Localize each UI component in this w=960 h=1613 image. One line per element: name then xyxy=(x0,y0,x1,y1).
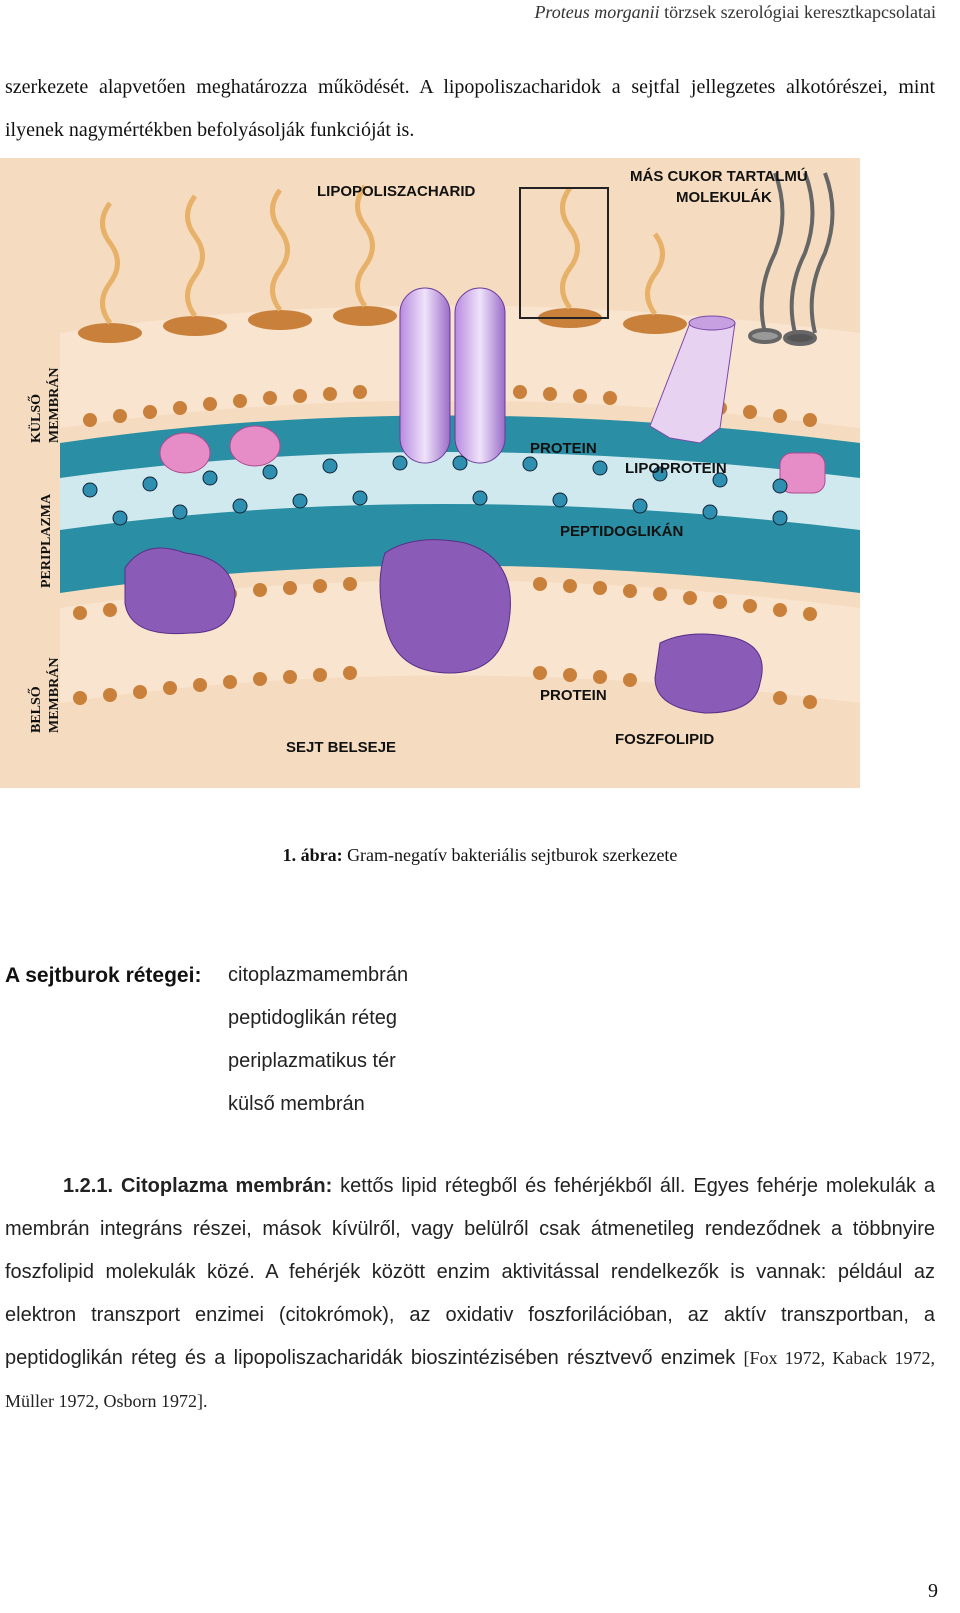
section-body: kettős lipid rétegből és fehérjékből áll… xyxy=(5,1175,935,1369)
layers-heading: A sejtburok rétegei: xyxy=(5,964,202,987)
pink-lipoproteins xyxy=(159,425,826,494)
sugar-molecules xyxy=(748,172,835,346)
lps-chains xyxy=(100,184,665,325)
porin-protein xyxy=(399,287,506,464)
header-italic: Proteus morganii xyxy=(534,2,660,22)
section-title: Citoplazma membrán: xyxy=(120,1175,333,1197)
label-belso-2: MEMBRÁN xyxy=(45,658,62,733)
figure-caption: 1. ábra: Gram-negatív bakteriális sejtbu… xyxy=(0,845,960,866)
label-peptidoglikan: PEPTIDOGLIKÁN xyxy=(560,523,683,540)
caption-label: 1. ábra: xyxy=(282,845,343,865)
layers-list: citoplazmamembrán peptidoglikán réteg pe… xyxy=(228,964,408,1136)
label-kulso-2: MEMBRÁN xyxy=(45,368,62,443)
label-foszfolipid: FOSZFOLIPID xyxy=(615,731,714,748)
label-lipoprotein: LIPOPROTEIN xyxy=(625,460,727,477)
layer-item: periplazmatikus tér xyxy=(228,1050,396,1072)
peptidoglycan-beads xyxy=(82,455,788,526)
label-lipopoliszacharid: LIPOPOLISZACHARID xyxy=(317,183,476,200)
intro-paragraph: szerkezete alapvetően meghatározza működ… xyxy=(5,76,935,141)
lps-highlight-box xyxy=(519,187,609,319)
section-paragraph: 1.2.1. Citoplazma membrán: kettős lipid … xyxy=(5,1165,935,1423)
label-protein-bottom: PROTEIN xyxy=(540,687,607,704)
membrane-proteins xyxy=(124,539,763,714)
header-rest: törzsek szerológiai keresztkapcsolatai xyxy=(659,2,936,22)
cell-envelope-diagram: LIPOPOLISZACHARID MÁS CUKOR TARTALMÚ MOL… xyxy=(0,158,860,788)
section-number: 1.2.1. xyxy=(63,1175,114,1197)
label-mas-cukor-1: MÁS CUKOR TARTALMÚ xyxy=(630,167,808,185)
layer-item: peptidoglikán réteg xyxy=(228,1007,398,1029)
section-references: [Fox 1972, Kaback 1972, Müller 1972, Osb… xyxy=(5,1348,935,1411)
label-belso-1: BELSŐ xyxy=(27,686,44,733)
caption-text: Gram-negatív bakteriális sejtburok szerk… xyxy=(342,845,678,865)
running-header: Proteus morganii törzsek szerológiai ker… xyxy=(534,2,936,23)
layer-item: külső membrán xyxy=(228,1093,365,1115)
cell-envelope-figure: LIPOPOLISZACHARID MÁS CUKOR TARTALMÚ MOL… xyxy=(0,158,860,788)
label-mas-cukor-2: MOLEKULÁK xyxy=(676,189,772,206)
label-kulso-1: KÜLSŐ xyxy=(27,394,44,443)
inner-membrane-heads xyxy=(73,577,817,709)
label-sejt-belseje: SEJT BELSEJE xyxy=(286,739,396,756)
label-periplazma: PERIPLAZMA xyxy=(39,493,54,588)
outer-membrane-heads xyxy=(78,306,817,427)
label-protein-top: PROTEIN xyxy=(530,440,597,457)
cell-interior xyxy=(0,718,860,788)
page-number: 9 xyxy=(928,1580,938,1602)
layer-item: citoplazmamembrán xyxy=(228,964,409,986)
